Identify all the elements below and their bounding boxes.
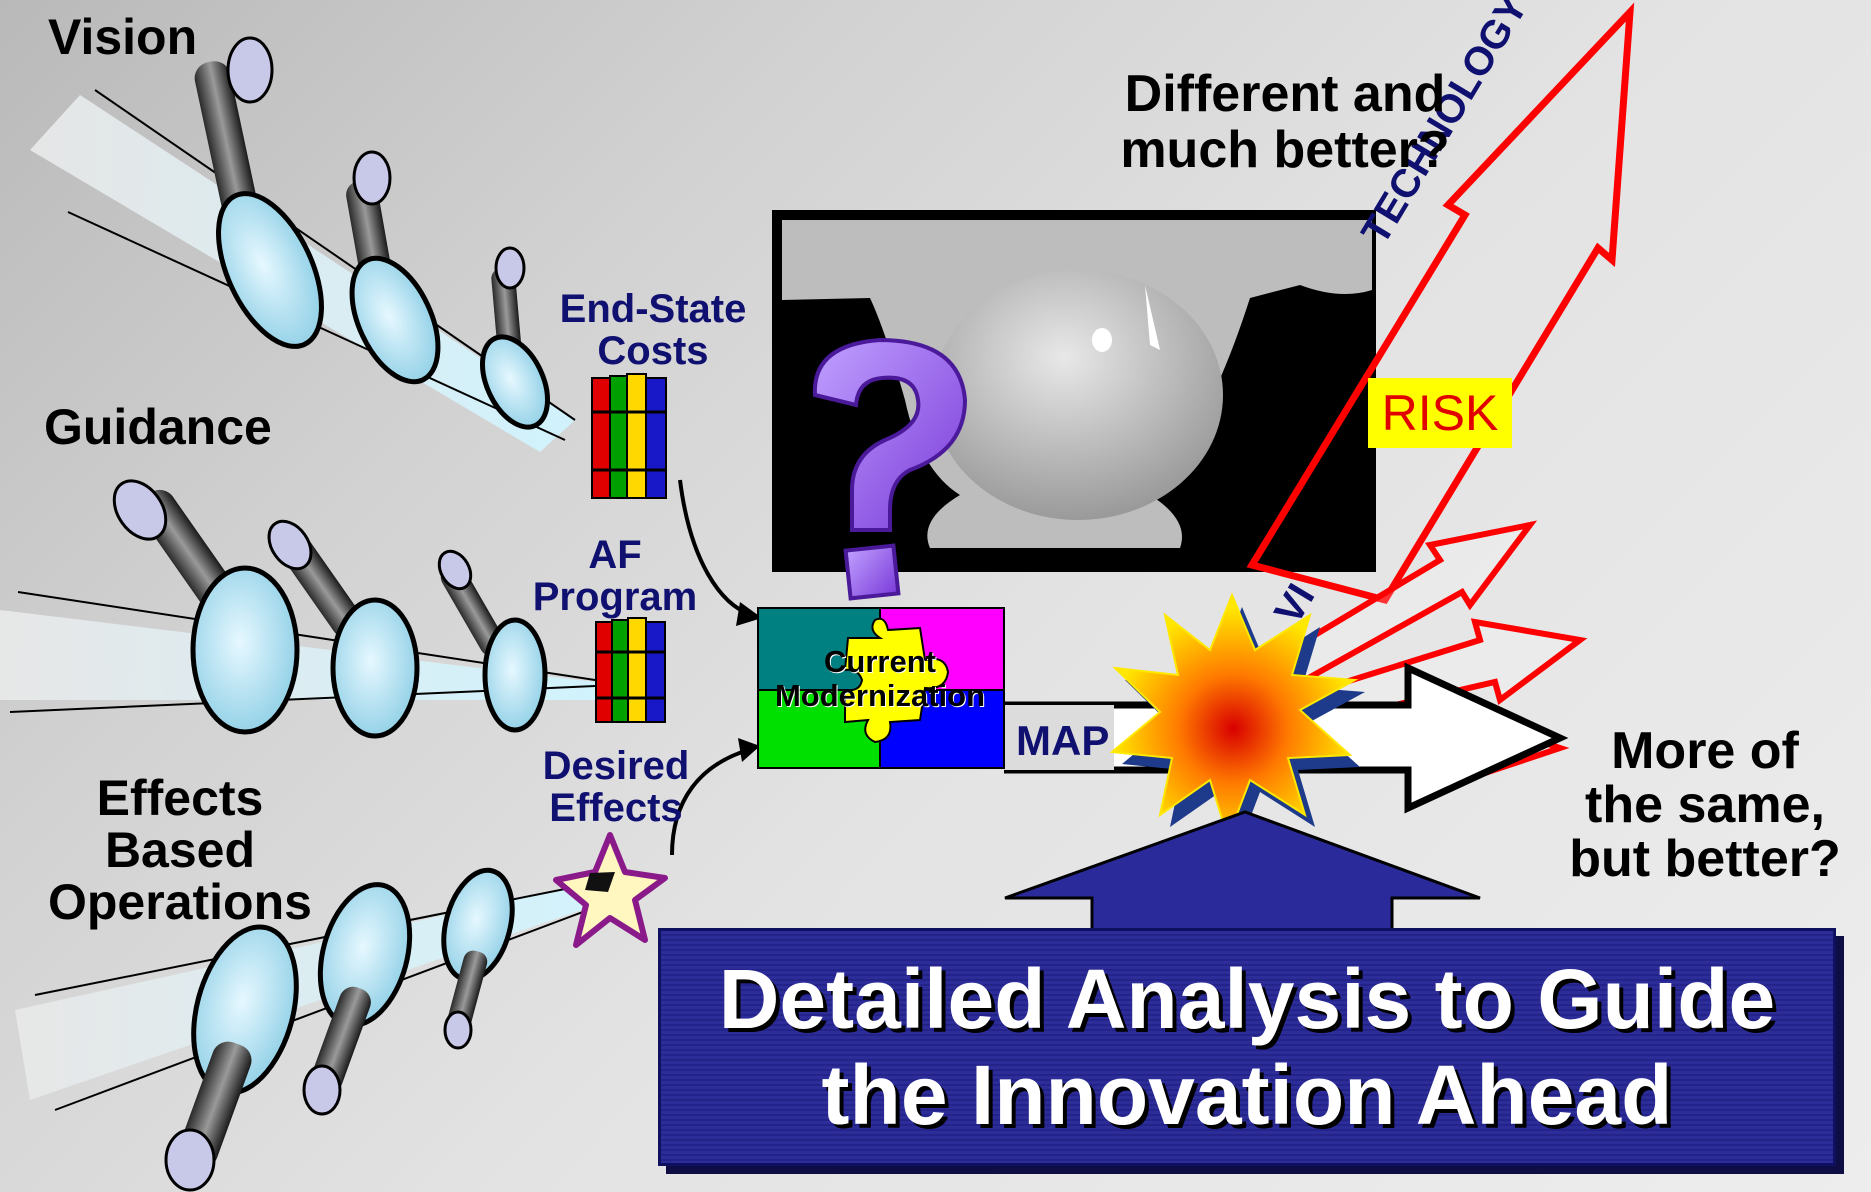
books-icon (591, 373, 667, 499)
different-question-label: Different and much better? (1120, 65, 1450, 179)
crystal-ball-icon (772, 210, 1376, 572)
support-arrow (1004, 810, 1481, 937)
vision-label: Vision (48, 9, 198, 65)
desired-effects-label: Desired Effects (542, 744, 690, 830)
question-mark-icon (812, 337, 968, 601)
more-question-label: More of the same, but better? (1569, 722, 1841, 888)
map-label: MAP (1016, 717, 1110, 764)
risk-arrow (1246, 2, 1635, 605)
star-burst-icon (553, 832, 668, 948)
flow-arrow (670, 748, 749, 856)
af-program-label: AF Program (532, 533, 698, 619)
guidance-label: Guidance (44, 399, 272, 455)
effects-based-label: Effects Based Operations (48, 770, 312, 930)
analysis-banner: Detailed Analysis to Guide the Innovatio… (658, 928, 1836, 1166)
books-icon (595, 617, 666, 723)
risk-label: RISK (1381, 385, 1499, 441)
telescope-operations-icon (15, 867, 625, 1192)
end-state-costs-label: End-State Costs (559, 287, 747, 373)
risk-badge: RISK (1368, 378, 1512, 448)
current-modernization-label: Current Modernization (774, 644, 986, 713)
telescope-guidance-icon (0, 479, 596, 739)
telescope-vision-icon (30, 36, 576, 452)
puzzle-icon (757, 607, 1005, 769)
banner-text: Detailed Analysis to Guide the Innovatio… (718, 952, 1776, 1142)
